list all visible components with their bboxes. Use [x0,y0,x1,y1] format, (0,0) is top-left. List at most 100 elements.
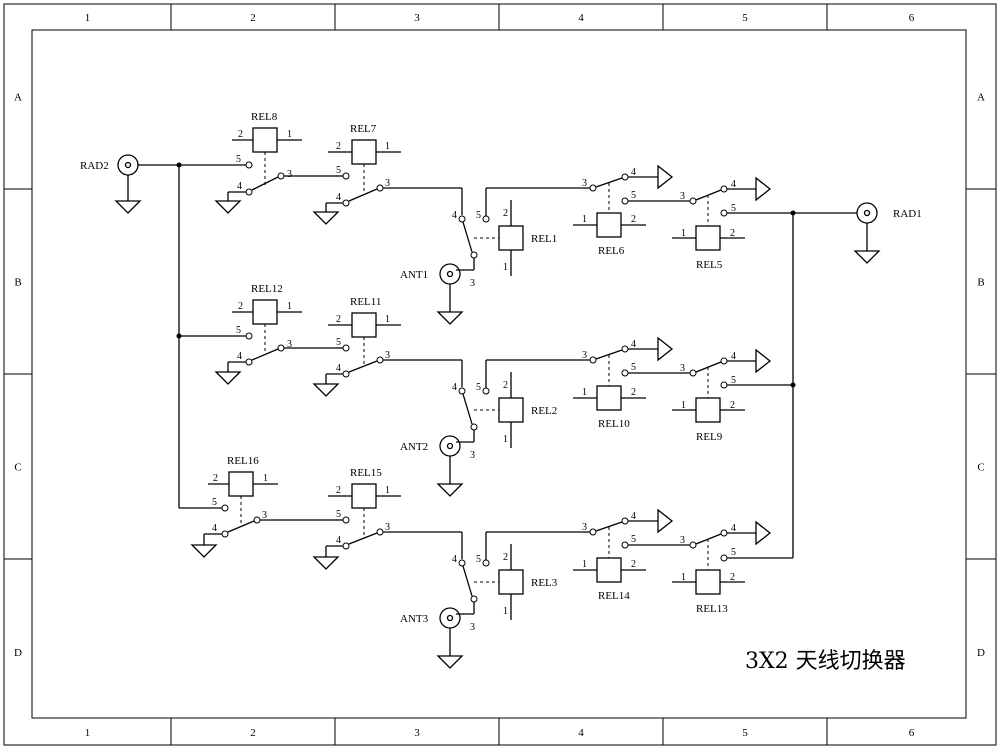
relay-rel6: 3 4 1 2 REL6 5 [573,164,693,257]
svg-text:2: 2 [631,559,636,570]
rel14-label: REL14 [598,590,630,602]
row-label-right: C [977,462,984,474]
rad2-label: RAD2 [80,160,109,172]
rel15-label: REL15 [350,467,382,479]
svg-text:4: 4 [452,210,457,221]
rel16-label: REL16 [227,455,259,467]
svg-text:2: 2 [730,572,735,583]
svg-text:1: 1 [503,262,508,273]
relay-rel10: 3 4 1 2 REL10 5 [573,336,693,430]
svg-text:2: 2 [336,485,341,496]
relay-rel8: 2 1 REL8 5 4 3 [214,111,335,214]
rel2-label: REL2 [531,405,557,417]
svg-text:3: 3 [470,450,475,461]
column-label-top: 4 [578,12,584,24]
svg-text:1: 1 [681,400,686,411]
svg-text:5: 5 [476,210,481,221]
svg-text:1: 1 [287,129,292,140]
svg-text:3: 3 [262,510,267,521]
svg-text:3: 3 [287,339,292,350]
column-label-bottom: 4 [578,727,584,739]
row-label-right: A [977,92,985,104]
svg-text:5: 5 [476,554,481,565]
zone-ticks [4,4,996,745]
svg-text:5: 5 [631,362,636,373]
svg-text:4: 4 [731,523,736,534]
svg-text:1: 1 [385,141,390,152]
svg-text:5: 5 [336,509,341,520]
rad2-connector: RAD2 [80,154,142,214]
svg-text:1: 1 [582,387,587,398]
svg-text:5: 5 [212,497,217,508]
inner-border [31,29,967,719]
rel12-label: REL12 [251,283,283,295]
row-label-left: A [14,92,22,104]
svg-text:4: 4 [336,363,341,374]
svg-text:1: 1 [681,228,686,239]
svg-text:3: 3 [385,178,390,189]
svg-text:1: 1 [582,214,587,225]
svg-text:3: 3 [680,363,685,374]
column-label-bottom: 5 [742,727,748,739]
rad1-label: RAD1 [893,208,922,220]
relay-rel14: 3 4 1 2 REL14 5 [573,508,693,602]
svg-text:5: 5 [336,165,341,176]
column-label-top: 3 [414,12,420,24]
svg-text:4: 4 [237,181,242,192]
svg-text:2: 2 [503,552,508,563]
ant1-connector: ANT1 [400,263,464,325]
rel5-label: REL5 [696,259,723,271]
svg-text:1: 1 [681,572,686,583]
svg-text:5: 5 [731,203,736,214]
ant2-label: ANT2 [400,441,428,453]
rel6-label: REL6 [598,245,625,257]
rel8-label: REL8 [251,111,278,123]
svg-text:5: 5 [731,375,736,386]
row-label-right: B [977,277,984,289]
svg-text:3: 3 [385,522,390,533]
column-label-bottom: 3 [414,727,420,739]
svg-text:2: 2 [336,314,341,325]
svg-text:1: 1 [582,559,587,570]
svg-text:4: 4 [212,523,217,534]
svg-text:1: 1 [385,314,390,325]
svg-text:5: 5 [236,325,241,336]
relay-rel15: 2 1 REL15 5 4 3 [312,467,463,570]
svg-text:1: 1 [503,434,508,445]
svg-text:3: 3 [680,535,685,546]
svg-text:2: 2 [631,214,636,225]
svg-text:4: 4 [631,339,636,350]
row-label-left: C [14,462,21,474]
svg-text:4: 4 [731,179,736,190]
rel7-label: REL7 [350,123,377,135]
rad1-connector: RAD1 [853,202,922,264]
ant3-label: ANT3 [400,613,429,625]
relay-rel16: 2 1 REL16 5 4 3 [190,455,335,558]
rel10-label: REL10 [598,418,630,430]
svg-text:3: 3 [582,522,587,533]
column-label-top: 5 [742,12,748,24]
column-label-top: 6 [909,12,915,24]
relay-rel3: 4 5 3 2 1 REL3 [452,531,590,633]
svg-text:4: 4 [631,167,636,178]
svg-text:2: 2 [238,129,243,140]
svg-text:5: 5 [236,154,241,165]
ant1-label: ANT1 [400,269,428,281]
relay-rel7: 2 1 REL7 5 4 3 [312,123,463,225]
column-label-bottom: 2 [250,727,256,739]
row-label-left: D [14,647,22,659]
svg-text:3: 3 [582,178,587,189]
relay-rel13: 3 4 1 2 REL13 5 [672,520,793,615]
svg-text:5: 5 [731,547,736,558]
svg-text:3: 3 [287,169,292,180]
svg-text:5: 5 [336,337,341,348]
svg-text:1: 1 [503,606,508,617]
rel13-label: REL13 [696,603,728,615]
column-label-top: 2 [250,12,256,24]
svg-text:1: 1 [287,301,292,312]
svg-text:2: 2 [503,208,508,219]
rel3-label: REL3 [531,577,558,589]
rel11-label: REL11 [350,296,381,308]
